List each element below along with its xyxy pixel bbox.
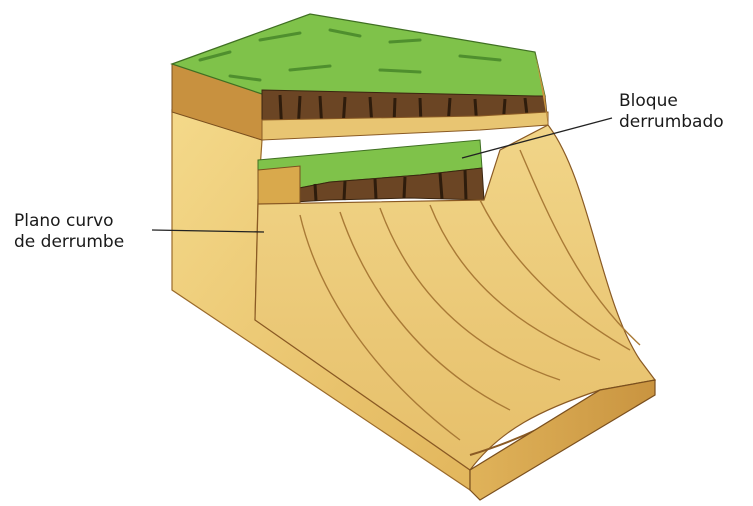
label-plano-line1: Plano curvo — [14, 211, 124, 232]
label-bloque-line2: derrumbado — [619, 112, 724, 133]
label-bloque-line1: Bloque — [619, 91, 724, 112]
scarp-wall — [262, 90, 548, 140]
label-plano-curvo: Plano curvo de derrumbe — [14, 211, 124, 253]
label-plano-line2: de derrumbe — [14, 232, 124, 253]
label-bloque-derrumbado: Bloque derrumbado — [619, 91, 724, 133]
slumped-block — [258, 140, 484, 204]
